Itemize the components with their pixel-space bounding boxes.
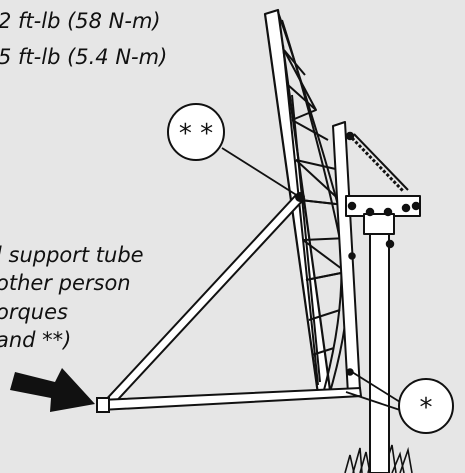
instruction-line-2: other person [0,271,131,295]
mast-pole [369,231,390,473]
torque-spec-2: 5 ft-lb (5.4 N-m) [0,45,167,69]
callout-single-star-label: * [420,393,433,423]
bottom-tube [96,386,363,413]
instruction-line-4: and **) [0,328,71,352]
callout-leaders [221,147,401,411]
instruction-line-1: l support tube [0,243,144,267]
callout-single-star: * [398,378,454,434]
actuator-rod [350,133,409,194]
callout-double-star-label: * * [179,119,213,149]
arrow-right-icon [10,368,95,412]
torque-spec-1: 2 ft-lb (58 N-m) [0,9,161,33]
callout-double-star: * * [167,103,225,161]
support-tube [100,192,306,410]
instruction-line-3: orques [0,300,68,324]
